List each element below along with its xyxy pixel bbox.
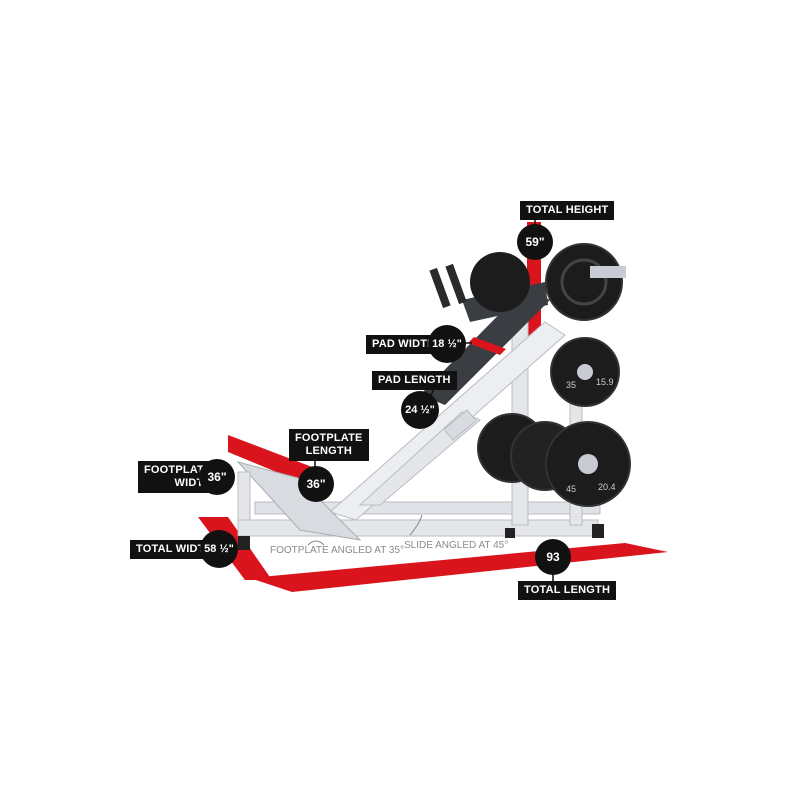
slide-angle-note: SLIDE ANGLED AT 45° — [404, 540, 509, 551]
footplate-length-value: 36" — [298, 466, 334, 502]
footplate-angle-note: FOOTPLATE ANGLED AT 35° — [270, 545, 405, 556]
footplate-angle-arc — [307, 540, 325, 546]
total-width-tag: TOTAL WIDTH — [130, 540, 219, 559]
footplate — [236, 461, 362, 541]
pad-width-tag: PAD WIDTH — [366, 335, 442, 354]
bottom-plate-label-right: 20.4 — [598, 482, 616, 492]
bottom-plate-label-left: 45 — [566, 484, 576, 494]
footplate-red-face — [228, 435, 320, 490]
mid-plate-hub — [577, 364, 593, 380]
total-width-value: 58 ½" — [200, 530, 238, 568]
foot-mid — [505, 528, 515, 538]
base-rail-front — [237, 519, 599, 537]
total-length-value: 93 — [535, 539, 571, 575]
carriage-block — [443, 409, 477, 441]
slide-rail — [329, 321, 566, 521]
mid-plate-label-left: 35 — [566, 380, 576, 390]
slide-angle-arc — [409, 514, 423, 536]
bottom-plate-hub — [578, 454, 598, 474]
foot-right — [592, 524, 604, 538]
pad-width-stripe — [468, 337, 506, 355]
foot-left — [238, 536, 250, 550]
total-height-value: 59" — [517, 224, 553, 260]
top-plate-ring — [560, 258, 608, 306]
footplate-length-tag: FOOTPLATE LENGTH — [289, 429, 369, 461]
top-plate-front — [545, 243, 623, 321]
mid-plate-label-right: 15.9 — [596, 377, 614, 387]
top-plate-back — [470, 252, 530, 312]
pad-width-value: 18 ½" — [428, 325, 466, 363]
pad-length-value: 24 ½" — [401, 391, 439, 429]
footplate-support — [237, 471, 251, 521]
handle-right — [445, 263, 467, 305]
footplate-width-value: 36" — [199, 459, 235, 495]
top-plate-sleeve — [590, 266, 626, 278]
pad-length-tag: PAD LENGTH — [372, 371, 457, 390]
total-length-tag: TOTAL LENGTH — [518, 581, 617, 600]
total-height-tag: TOTAL HEIGHT — [520, 201, 615, 220]
handle-left — [429, 267, 451, 309]
